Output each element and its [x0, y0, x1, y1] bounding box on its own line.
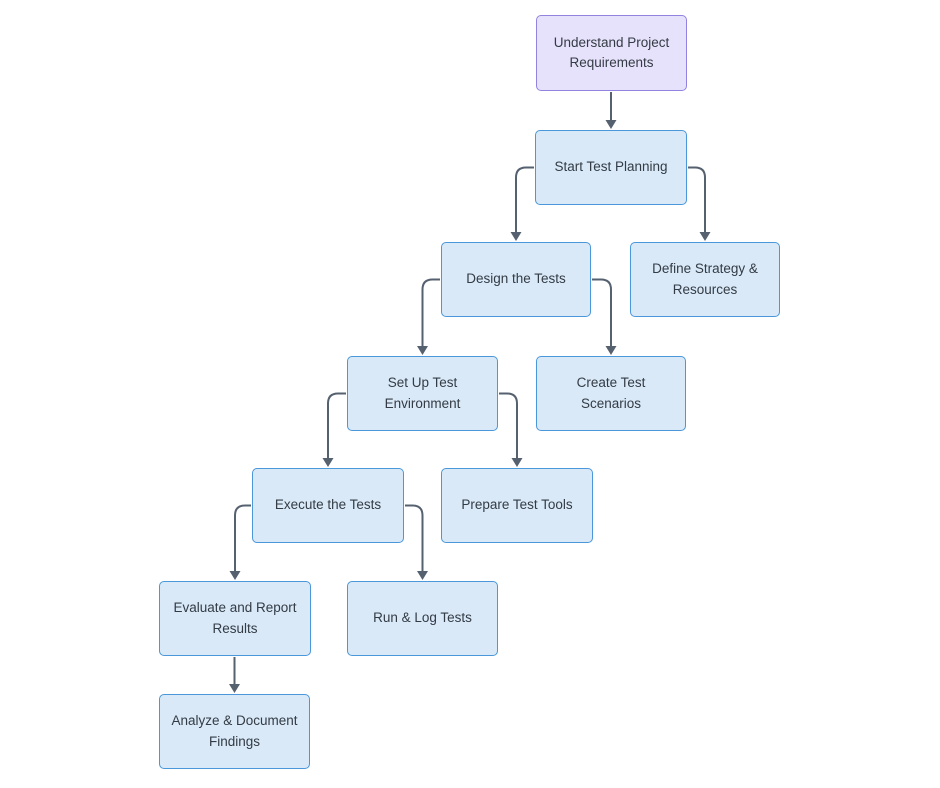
arrowhead-icon	[417, 346, 428, 355]
flow-node-analyze: Analyze & Document Findings	[159, 694, 310, 769]
edge-execute-runlog	[405, 504, 424, 572]
edge-start-define	[688, 166, 706, 233]
flow-node-label: Understand Project Requirements	[553, 34, 670, 70]
arrowhead-icon	[699, 232, 711, 241]
arrowhead-icon	[417, 571, 428, 580]
edge-design-setup	[421, 278, 440, 347]
flow-node-label: Execute the Tests	[274, 497, 382, 513]
edge-design-create	[592, 278, 612, 347]
flow-node-setup: Set Up Test Environment	[347, 356, 498, 431]
arrowhead-icon	[511, 458, 523, 467]
arrowhead-icon	[229, 684, 240, 693]
flow-node-create: Create Test Scenarios	[536, 356, 686, 431]
flow-node-execute: Execute the Tests	[252, 468, 404, 543]
edge-setup-prepare	[499, 392, 518, 459]
arrowhead-icon	[605, 120, 617, 129]
flow-node-label: Set Up Test Environment	[384, 375, 461, 411]
flow-node-label: Analyze & Document Findings	[171, 713, 298, 749]
flow-node-label: Start Test Planning	[554, 159, 668, 175]
flow-node-label: Create Test Scenarios	[576, 375, 646, 411]
flow-node-design: Design the Tests	[441, 242, 591, 317]
edge-start-design	[515, 166, 534, 233]
flow-node-understand: Understand Project Requirements	[536, 15, 687, 91]
flow-node-label: Define Strategy & Resources	[652, 261, 758, 297]
edge-execute-evaluate	[234, 504, 251, 572]
flow-node-evaluate: Evaluate and Report Results	[159, 581, 311, 656]
flow-node-label: Prepare Test Tools	[461, 497, 573, 513]
arrowhead-icon	[229, 571, 241, 580]
flow-node-prepare: Prepare Test Tools	[441, 468, 593, 543]
arrowhead-icon	[322, 458, 334, 467]
flow-node-label: Run & Log Tests	[373, 610, 472, 626]
flow-node-label: Design the Tests	[466, 271, 566, 287]
arrowhead-icon	[605, 346, 617, 355]
flow-node-start: Start Test Planning	[535, 130, 687, 205]
flow-node-label: Evaluate and Report Results	[173, 600, 297, 636]
edge-setup-execute	[327, 392, 346, 459]
flow-node-define: Define Strategy & Resources	[630, 242, 780, 317]
arrowhead-icon	[510, 232, 522, 241]
flow-node-runlog: Run & Log Tests	[347, 581, 498, 656]
